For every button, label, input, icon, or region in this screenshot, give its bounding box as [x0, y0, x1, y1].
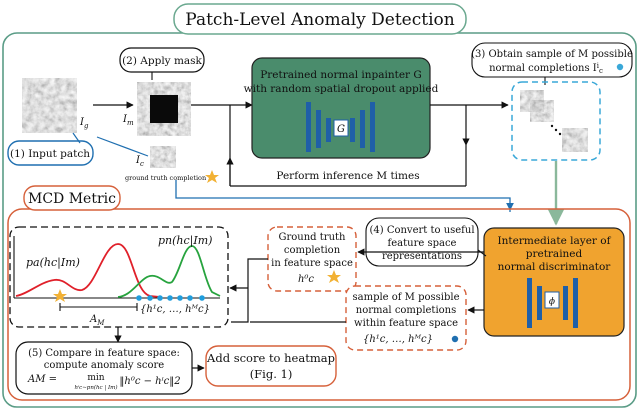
am-label: AM [89, 314, 105, 327]
sample-feature-line4: {h¹c, …, hᴹc} [363, 334, 433, 345]
sample-feature-line1: sample of M possible [353, 292, 460, 303]
ic-line [96, 136, 149, 157]
input-patch-pointer [72, 132, 81, 144]
title-text: Patch-Level Anomaly Detection [185, 10, 454, 30]
gt-feature-line4: h⁰c [298, 274, 314, 285]
gt-feature-line1: Ground truth [279, 232, 347, 243]
mcd-frame [7, 208, 631, 401]
title-box [173, 3, 467, 35]
input-patch-label-box [7, 140, 94, 166]
mcd-label: MCD Metric [28, 191, 116, 207]
sample-dot-icon [616, 63, 624, 71]
obtain-sample-line1: (3) Obtain sample of M possible [471, 49, 633, 60]
ground-truth-completion-label: ground truth completion [125, 174, 206, 182]
inpainter-line1: Pretrained normal inpainter G [260, 69, 422, 81]
pn-label: pn(hc|Im) [158, 234, 212, 248]
anomalous-distribution-curve [15, 243, 161, 298]
sample-feature-box [345, 285, 467, 351]
input-patch-label: (1) Input patch [10, 148, 90, 160]
samples-box [511, 81, 601, 161]
score-lhs: AM = [27, 374, 57, 385]
compare-line2: compute anomaly score [44, 360, 164, 371]
plot-gt-star-icon [53, 289, 67, 302]
sample-image-m [562, 128, 588, 152]
sample-feature-dot-icon [451, 335, 459, 343]
normal-distribution-curve [117, 245, 221, 298]
inpainter-network-icon: G [306, 102, 375, 152]
discriminator-line1: Intermediate layer of [498, 235, 612, 247]
score-min: min [87, 373, 104, 383]
compare-line1: (5) Compare in feature space: [28, 348, 180, 359]
score-sub: hᶦc∼pn(hc | Im) [74, 384, 117, 391]
input-patch-image [22, 78, 77, 133]
ic-label: Ic [135, 155, 144, 168]
sample-feature-line3: within feature space [354, 318, 458, 329]
inpainter-box [251, 57, 431, 159]
sample-points [136, 295, 205, 301]
heatmap-line2: (Fig. 1) [250, 367, 293, 381]
svg-text:G: G [337, 124, 345, 135]
apply-mask-label-box [119, 47, 205, 73]
apply-mask-label: (2) Apply mask [122, 55, 202, 67]
discriminator-line3: normal discriminator [498, 261, 612, 273]
convert-line1: (4) Convert to useful [369, 225, 474, 236]
hc-set-label: {h¹c, …, hᴹc} [140, 304, 210, 315]
gt-feature-line3: in feature space [271, 258, 353, 269]
sample-feature-line2: normal completions [356, 305, 457, 316]
heatmap-box [205, 345, 337, 387]
discriminator-network-icon: ϕ [527, 278, 578, 328]
distribution-plot-box [9, 226, 229, 328]
obtain-sample-label-box [471, 42, 633, 78]
convert-label-box [365, 217, 479, 267]
svg-text:ϕ: ϕ [549, 297, 555, 307]
ic-to-mcd-arrow [175, 180, 514, 211]
gt-feature-star-icon [327, 270, 341, 283]
sample-image-2 [530, 100, 554, 122]
convert-line3: representations [382, 251, 462, 262]
convert-line2: feature space [388, 238, 457, 249]
mask-square [150, 95, 178, 123]
ground-truth-completion-image [150, 146, 176, 168]
gt-feature-line2: completion [284, 245, 341, 256]
heatmap-line1: Add score to heatmap [206, 351, 335, 365]
discriminator-line2: pretrained [526, 248, 583, 260]
obtain-sample-line2: normal completions Iic [489, 62, 603, 75]
im-label: Im [122, 114, 134, 127]
convert-pointer [477, 249, 487, 257]
inference-label: Perform inference M times [276, 170, 419, 182]
gt-to-plot-line [231, 258, 268, 323]
ground-truth-star-icon [205, 170, 219, 183]
pa-label: pa(hc|Im) [26, 256, 80, 270]
inpainter-line2: with random spatial dropout applied [244, 83, 439, 95]
score-rhs: ‖h⁰c − hᶦc‖2 [119, 376, 180, 387]
discriminator-box [483, 227, 625, 337]
mcd-label-box [23, 185, 121, 211]
ig-label: Ig [79, 117, 89, 130]
